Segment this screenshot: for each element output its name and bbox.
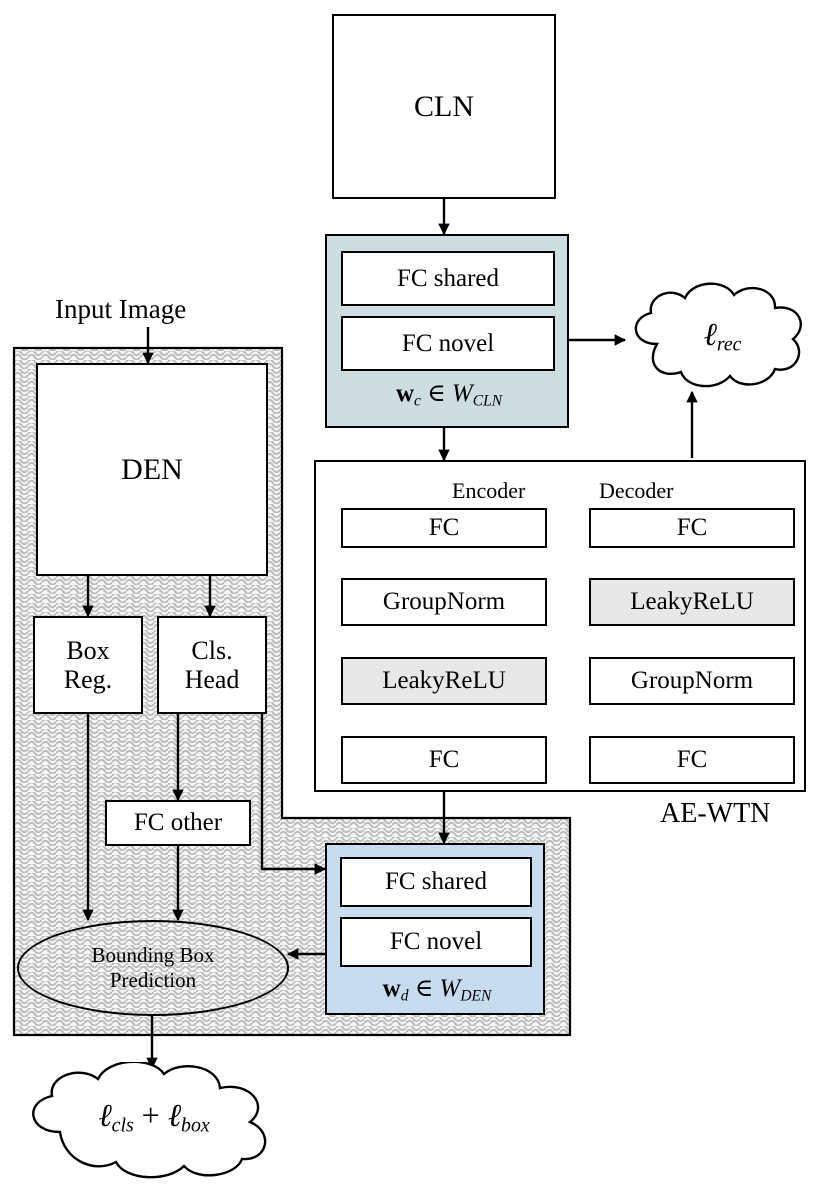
den-label: DEN xyxy=(121,452,183,486)
input-image-label: Input Image xyxy=(55,294,187,324)
den-fc-novel-box[interactable]: FC novel xyxy=(340,917,532,967)
cloud-shape-det xyxy=(32,1062,267,1179)
cln-weight-block[interactable]: FC shared FC novel wc ∈ WCLN xyxy=(325,234,569,428)
rec-loss-symbol: ℓ xyxy=(703,316,717,353)
cls-head-label-line1: Cls. xyxy=(191,635,233,665)
decoder-layer-1-label: LeakyReLU xyxy=(630,588,754,615)
cln-set-symbol: W xyxy=(451,380,473,407)
encoder-layer-0-label: FC xyxy=(428,514,460,541)
det-loss-symbol-box: ℓ xyxy=(167,1096,182,1133)
cln-member-symbol: ∈ xyxy=(427,380,446,407)
decoder-layer-2[interactable]: GroupNorm xyxy=(589,657,795,705)
box-reg-label-line2: Reg. xyxy=(63,665,113,694)
cls-head-box[interactable]: Cls. Head xyxy=(157,616,267,714)
det-loss-symbol-cls: ℓ xyxy=(98,1096,112,1133)
det-loss-subscript-cls: cls xyxy=(111,1114,134,1137)
bbox-pred-label-line1: Bounding Box xyxy=(91,942,215,967)
cln-fc-shared-box[interactable]: FC shared xyxy=(341,251,555,306)
encoder-title: Encoder xyxy=(452,478,526,503)
den-weight-caption: wd ∈ WDEN xyxy=(327,973,547,1005)
decoder-layer-1[interactable]: LeakyReLU xyxy=(589,578,795,626)
bbox-pred-label-line2: Prediction xyxy=(109,968,197,992)
den-weight-subscript: d xyxy=(400,987,409,1005)
den-box[interactable]: DEN xyxy=(36,363,268,576)
fc-other-box[interactable]: FC other xyxy=(105,800,251,846)
cln-box[interactable]: CLN xyxy=(332,14,556,199)
cln-set-subscript: CLN xyxy=(472,392,503,410)
decoder-layer-2-label: GroupNorm xyxy=(630,667,754,694)
encoder-layer-2[interactable]: LeakyReLU xyxy=(341,657,547,705)
det-loss-plus: + xyxy=(141,1096,160,1133)
cln-weight-subscript: c xyxy=(414,392,421,410)
cln-fc-shared-label: FC shared xyxy=(396,264,500,292)
bounding-box-prediction-ellipse[interactable]: Bounding Box Prediction xyxy=(17,920,289,1016)
det-loss-subscript-box: box xyxy=(181,1114,210,1137)
box-reg-box[interactable]: Box Reg. xyxy=(33,616,143,714)
den-fc-novel-label: FC novel xyxy=(389,928,483,955)
decoder-layer-0-label: FC xyxy=(676,514,708,541)
decoder-layer-3[interactable]: FC xyxy=(589,736,795,784)
fc-other-label: FC other xyxy=(133,809,223,836)
det-loss-cloud: ℓcls + ℓbox xyxy=(12,1062,304,1184)
den-weight-symbol: w xyxy=(382,975,401,1002)
cln-weight-caption: wc ∈ WCLN xyxy=(327,378,571,410)
den-fc-shared-box[interactable]: FC shared xyxy=(340,857,532,907)
cln-label: CLN xyxy=(414,89,474,123)
rec-loss-cloud: ℓrec xyxy=(617,282,822,395)
rec-loss-text: ℓrec xyxy=(704,316,742,357)
cloud-shape-rec xyxy=(634,282,802,388)
cls-head-label-line2: Head xyxy=(184,665,240,694)
cln-weight-symbol: w xyxy=(395,380,414,407)
box-reg-label-line1: Box xyxy=(66,635,110,665)
rec-loss-subscript: rec xyxy=(716,333,742,356)
den-set-subscript: DEN xyxy=(460,987,492,1005)
det-loss-text: ℓcls + ℓbox xyxy=(98,1097,209,1138)
ae-wtn-label: AE-WTN xyxy=(660,798,771,829)
den-set-symbol: W xyxy=(439,975,461,1002)
encoder-layer-3-label: FC xyxy=(428,746,460,773)
decoder-layer-3-label: FC xyxy=(676,746,708,773)
encoder-layer-1-label: GroupNorm xyxy=(382,588,506,615)
encoder-layer-1[interactable]: GroupNorm xyxy=(341,578,547,626)
den-member-symbol: ∈ xyxy=(414,975,434,1002)
decoder-title: Decoder xyxy=(599,478,674,503)
decoder-layer-0[interactable]: FC xyxy=(589,508,795,548)
encoder-layer-0[interactable]: FC xyxy=(341,508,547,548)
cln-fc-novel-label: FC novel xyxy=(401,329,495,357)
den-fc-shared-label: FC shared xyxy=(384,868,488,895)
cln-fc-novel-box[interactable]: FC novel xyxy=(341,316,555,371)
encoder-layer-3[interactable]: FC xyxy=(341,736,547,784)
den-weight-block[interactable]: FC shared FC novel wd ∈ WDEN xyxy=(325,843,545,1015)
encoder-layer-2-label: LeakyReLU xyxy=(382,667,506,694)
